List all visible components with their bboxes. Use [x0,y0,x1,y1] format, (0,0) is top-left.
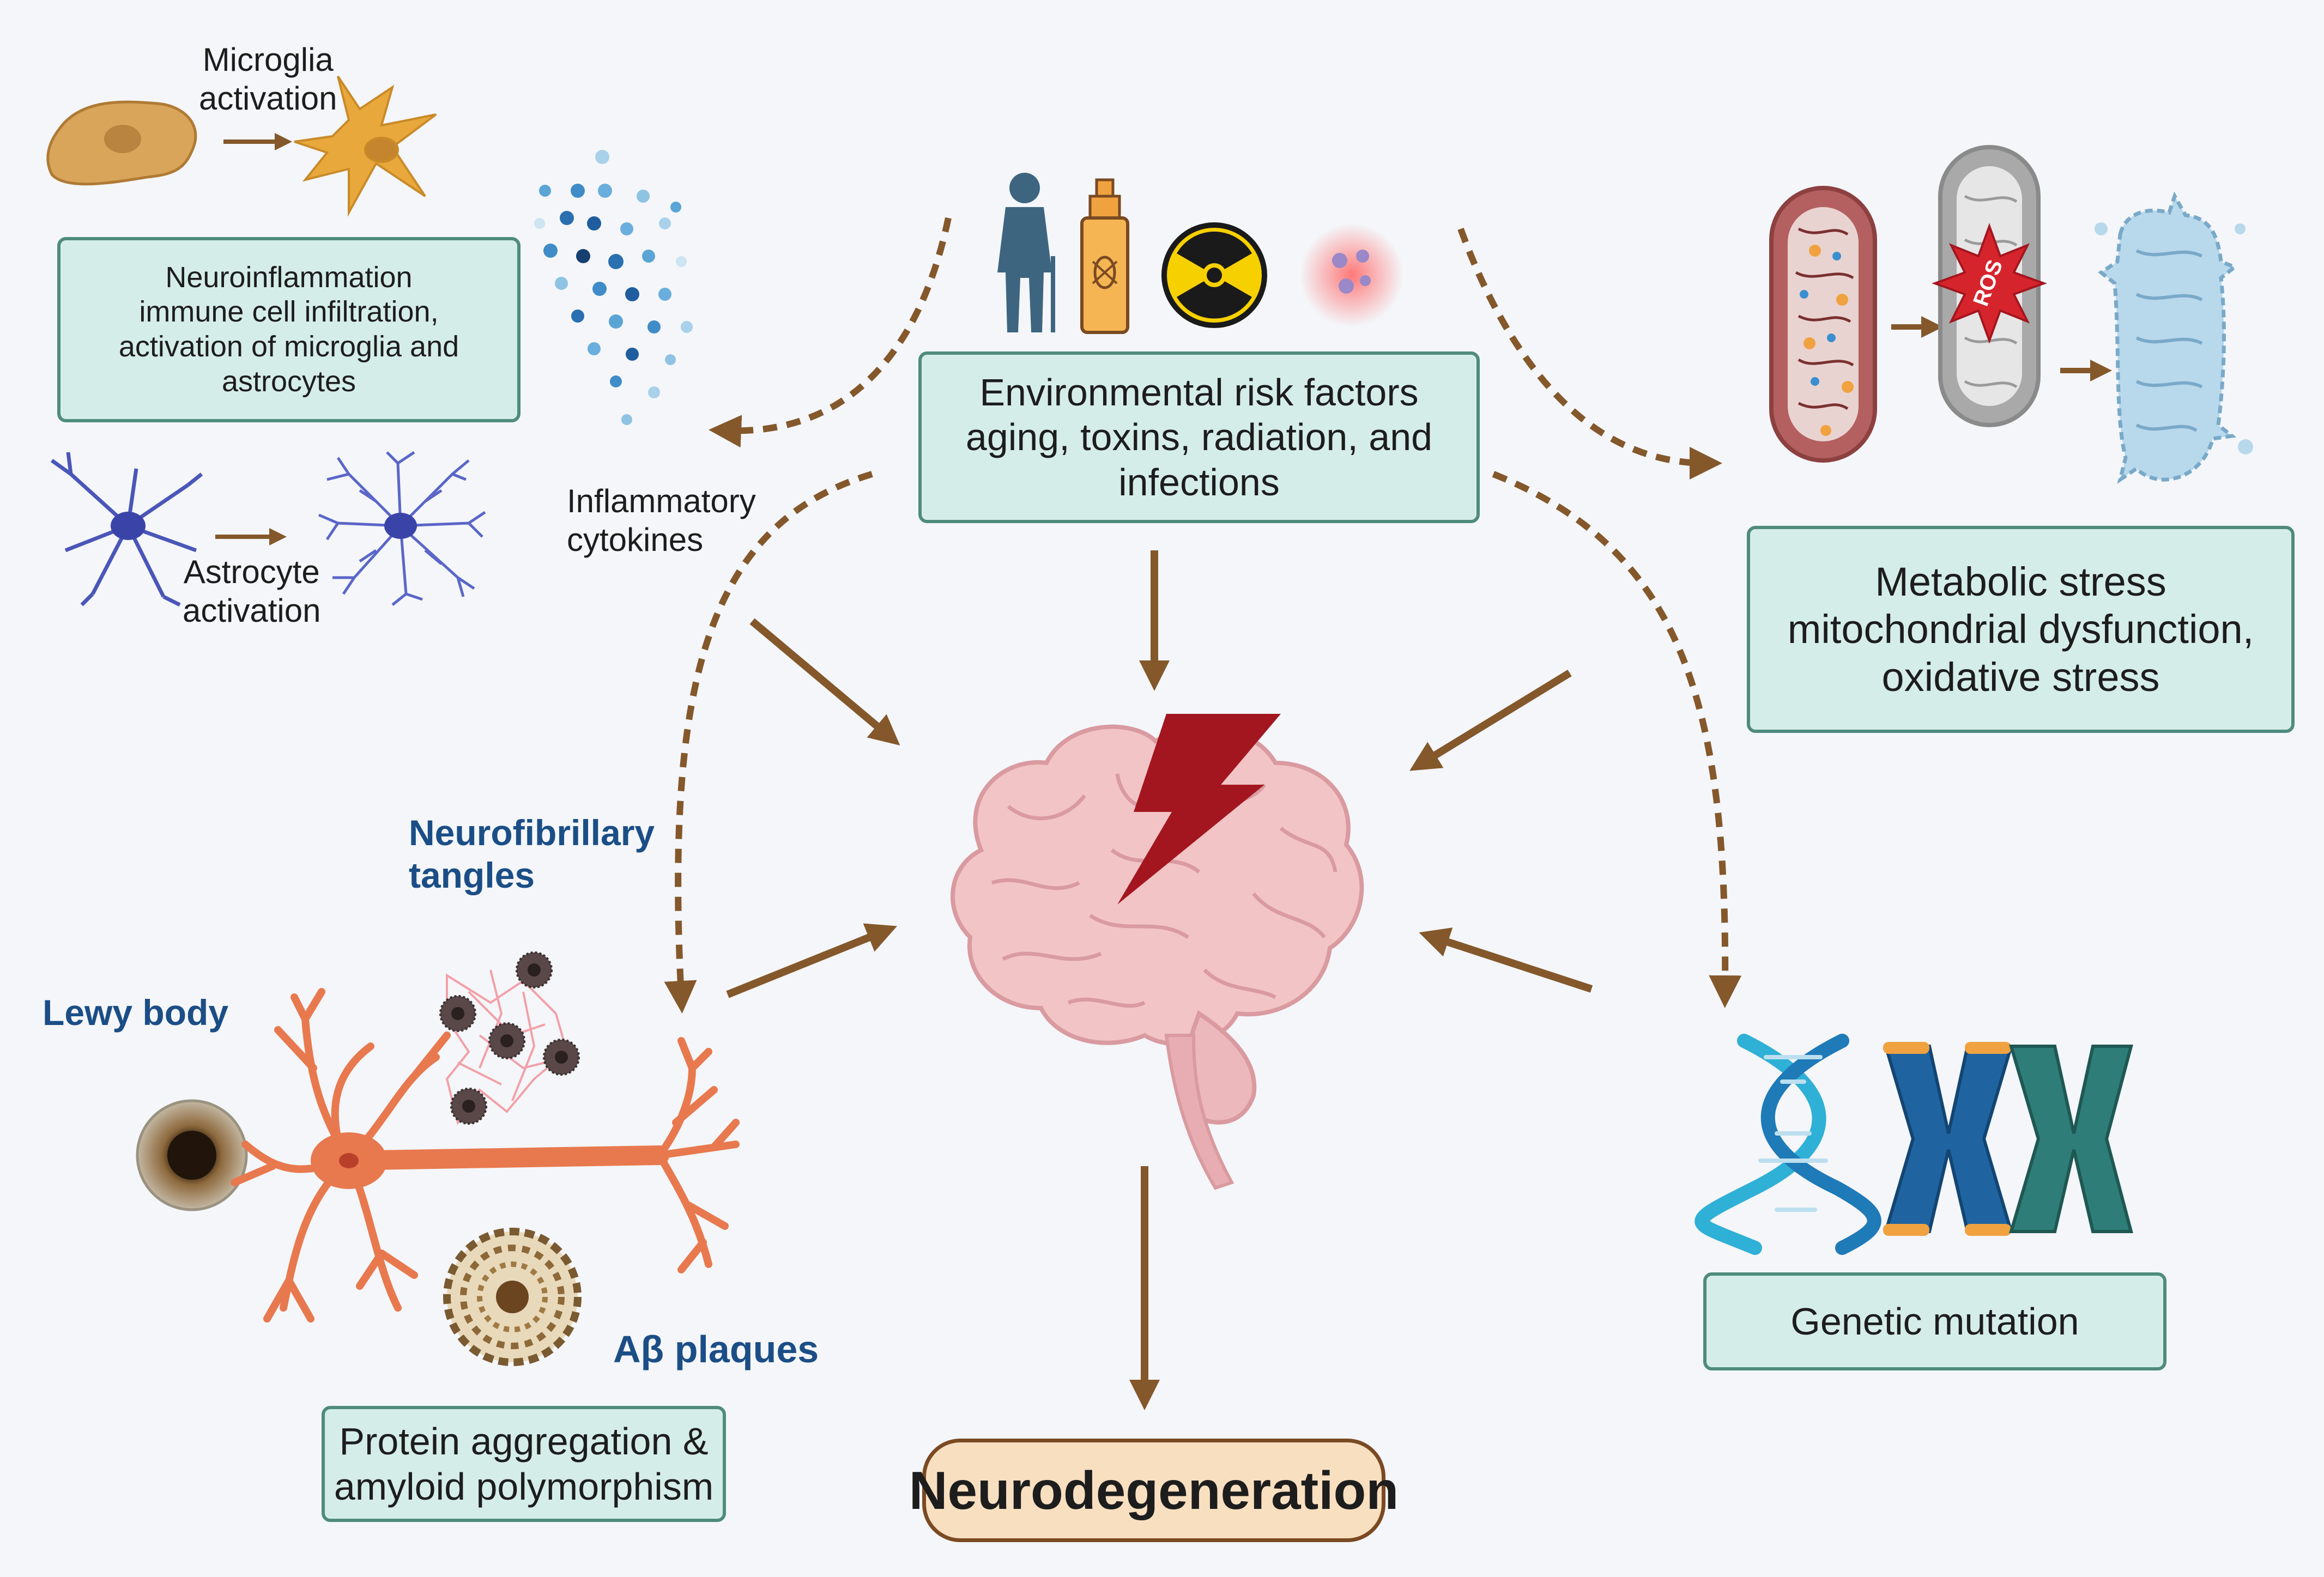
genetic-mutation-label: Genetic mutation [1790,1300,2079,1343]
virus-infection-icon [1300,223,1403,327]
astrocyte-label-line-1: Astrocyte [183,554,320,590]
pesticide-spray-icon [1080,178,1129,334]
astrocyte-activated-icon [318,451,486,606]
astrocyte-activation-label: Astrocyte activation [183,553,320,630]
solid-arrows [726,550,1593,1410]
metabolic-line-3: oxidative stress [1881,654,2160,700]
amyloid-plaque-icon [443,1228,582,1366]
microglia-label-line-2: activation [199,80,337,117]
healthy-mitochondrion-icon [1769,186,1877,463]
neuroinflammation-line-4: astrocytes [221,365,356,398]
arrow-genetic-to-brain [1419,927,1593,993]
dashed-arrows [664,217,1742,1014]
inflammatory-cytokines-label: Inflammatory cytokines [567,482,756,560]
arrow-metabolic-to-brain [1409,670,1572,771]
neuroinflammation-line-1: Neuroinflammation [165,260,413,294]
lightning-bolt-icon [1117,714,1281,905]
lewy-body-text: Lewy body [43,992,229,1033]
lewy-body-icon [136,1099,248,1211]
microglia-activation-label: Microglia activation [199,41,337,118]
elderly-person-icon [997,173,1055,332]
lewy-body-label: Lewy body [43,992,228,1034]
tangles-label-line-1: Neurofibrillary [409,812,655,853]
environmental-risk-box: Environmental risk factors aging, toxins… [918,351,1480,523]
microglia-activated-icon [294,75,437,217]
neurodegeneration-label: Neurodegeneration [909,1460,1399,1520]
environmental-risk-line-2: aging, toxins, radiation, and [965,416,1433,459]
astrocyte-label-line-2: activation [183,592,321,629]
tangles-label-line-2: tangles [409,854,535,895]
dashed-arrow-to-mitochondria [1457,227,1722,480]
dashed-arrow-to-genetic [1492,471,1742,1008]
protein-aggregation-box: Protein aggregation & amyloid polymorphi… [322,1406,726,1522]
genetic-mutation-box: Genetic mutation [1703,1272,2166,1370]
astrocyte-resting-icon [50,452,203,607]
metabolic-line-1: Metabolic stress [1875,559,2166,605]
abeta-plaques-text: Aβ plaques [613,1328,819,1370]
arrow-inflammation-to-brain [749,618,900,746]
metabolic-stress-box: Metabolic stress mitochondrial dysfuncti… [1747,526,2295,733]
radiation-hazard-icon [1161,222,1267,328]
microglia-resting-icon [46,100,197,186]
dna-helix-icon [1694,1034,1881,1255]
neuroinflammation-box: Neuroinflammation immune cell infiltrati… [57,237,521,422]
inflammatory-cytokines-icon [534,150,693,425]
stressed-mitochondrion-icon: ROS [1932,145,2047,427]
neurofibrillary-tangles-icon [439,951,580,1125]
neuroinflammation-line-2: immune cell infiltration, [139,295,439,329]
neuron-icon [231,988,740,1323]
protein-line-1: Protein aggregation & [339,1420,709,1463]
microglia-label-line-1: Microglia [202,41,334,78]
environmental-risk-line-1: Environmental risk factors [979,371,1419,414]
dashed-arrow-to-cytokines [709,217,952,448]
neurofibrillary-tangles-label: Neurofibrillary tangles [409,812,655,897]
cytokines-label-line-2: cytokines [567,521,704,558]
protein-line-2: amyloid polymorphism [334,1465,714,1508]
brain-icon [951,714,1364,1190]
neurodegeneration-box: Neurodegeneration [909,1439,1399,1542]
arrow-protein-to-brain [726,923,897,998]
chromosome-teal-icon [2008,1045,2133,1233]
damaged-mitochondrion-icon [2095,191,2253,484]
metabolic-line-2: mitochondrial dysfunction, [1787,606,2254,652]
neuroinflammation-line-3: activation of microglia and [118,330,459,363]
environmental-risk-line-3: infections [1118,460,1280,504]
abeta-plaques-label: Aβ plaques [613,1327,819,1372]
cytokines-label-line-1: Inflammatory [567,483,756,519]
